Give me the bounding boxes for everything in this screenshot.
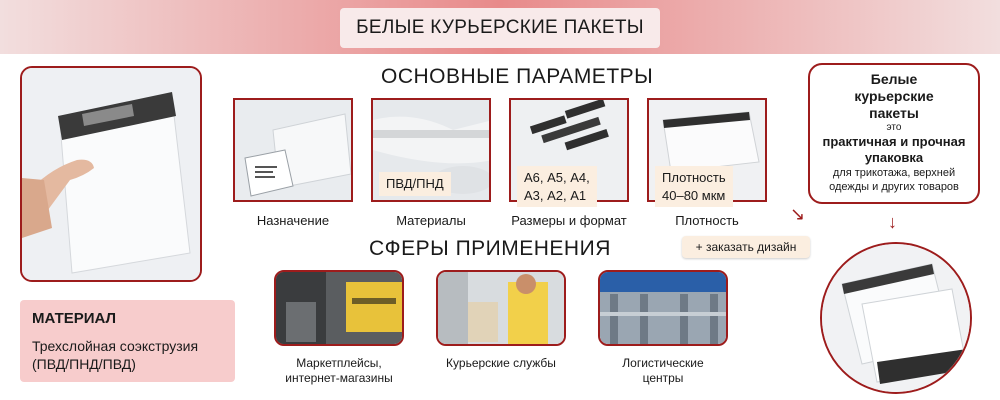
param-sizes-label: А6, А5, А4, А3, А2, А1 — [517, 166, 597, 208]
sphere-logistics-caption: Логистические центры — [588, 356, 738, 386]
info-bold2: упаковка — [864, 149, 924, 165]
bags-circle-photo — [820, 242, 972, 394]
sphere-marketplaces-image — [274, 270, 404, 346]
arrow-down-right-icon: ↘ — [790, 204, 806, 224]
order-design-button[interactable]: + заказать дизайн — [682, 236, 810, 258]
sphere-logistics-line2: центры — [642, 371, 684, 385]
arrow-down-icon: ↓ — [888, 212, 897, 232]
param-sizes-line2: А3, А2, А1 — [524, 187, 587, 203]
sphere-marketplaces-line1: Маркетплейсы, — [296, 356, 382, 370]
page-title: БЕЛЫЕ КУРЬЕРСКИЕ ПАКЕТЫ — [340, 8, 660, 48]
param-sizes-line1: А6, А5, А4, — [524, 170, 590, 185]
param-purpose-caption: Назначение — [256, 213, 330, 228]
info-head2: курьерские — [854, 87, 934, 104]
info-box: Белые курьерские пакеты это практичная и… — [808, 63, 980, 204]
param-materials-label: ПВД/ПНД — [379, 172, 451, 196]
material-line1: Трехслойная соэкструзия — [32, 338, 199, 354]
info-small: это — [886, 122, 902, 134]
info-head1: Белые — [870, 71, 918, 87]
product-photo — [20, 66, 202, 282]
param-density-caption: Плотность — [675, 213, 739, 228]
material-line2: (ПВД/ПНД/ПВД) — [32, 356, 136, 373]
param-density-label: Плотность 40–80 мкм — [655, 166, 733, 208]
material-title: МАТЕРИАЛ — [32, 310, 117, 327]
info-text2: одежды и других товаров — [829, 181, 959, 194]
info-bold1: практичная и прочная — [822, 134, 966, 150]
param-density-line1: Плотность — [662, 170, 726, 185]
sphere-marketplaces-line2: интернет-магазины — [285, 371, 393, 385]
sphere-marketplaces-caption: Маркетплейсы, интернет-магазины — [264, 356, 414, 386]
sphere-logistics-line1: Логистические — [622, 356, 704, 370]
info-text1: для трикотажа, верхней — [832, 166, 956, 179]
material-box: МАТЕРИАЛ Трехслойная соэкструзия (ПВД/ПН… — [20, 300, 235, 382]
info-head3: пакеты — [869, 104, 919, 121]
param-materials-caption: Материалы — [396, 213, 466, 228]
params-heading: ОСНОВНЫЕ ПАРАМЕТРЫ — [381, 65, 654, 88]
spheres-heading: СФЕРЫ ПРИМЕНЕНИЯ — [369, 237, 611, 260]
param-density-line2: 40–80 мкм — [662, 187, 726, 203]
sphere-logistics-image — [598, 270, 728, 346]
sphere-couriers-image — [436, 270, 566, 346]
param-purpose-image — [233, 98, 353, 202]
param-sizes-caption: Размеры и формат — [511, 213, 627, 228]
sphere-couriers-caption: Курьерские службы — [446, 356, 556, 370]
